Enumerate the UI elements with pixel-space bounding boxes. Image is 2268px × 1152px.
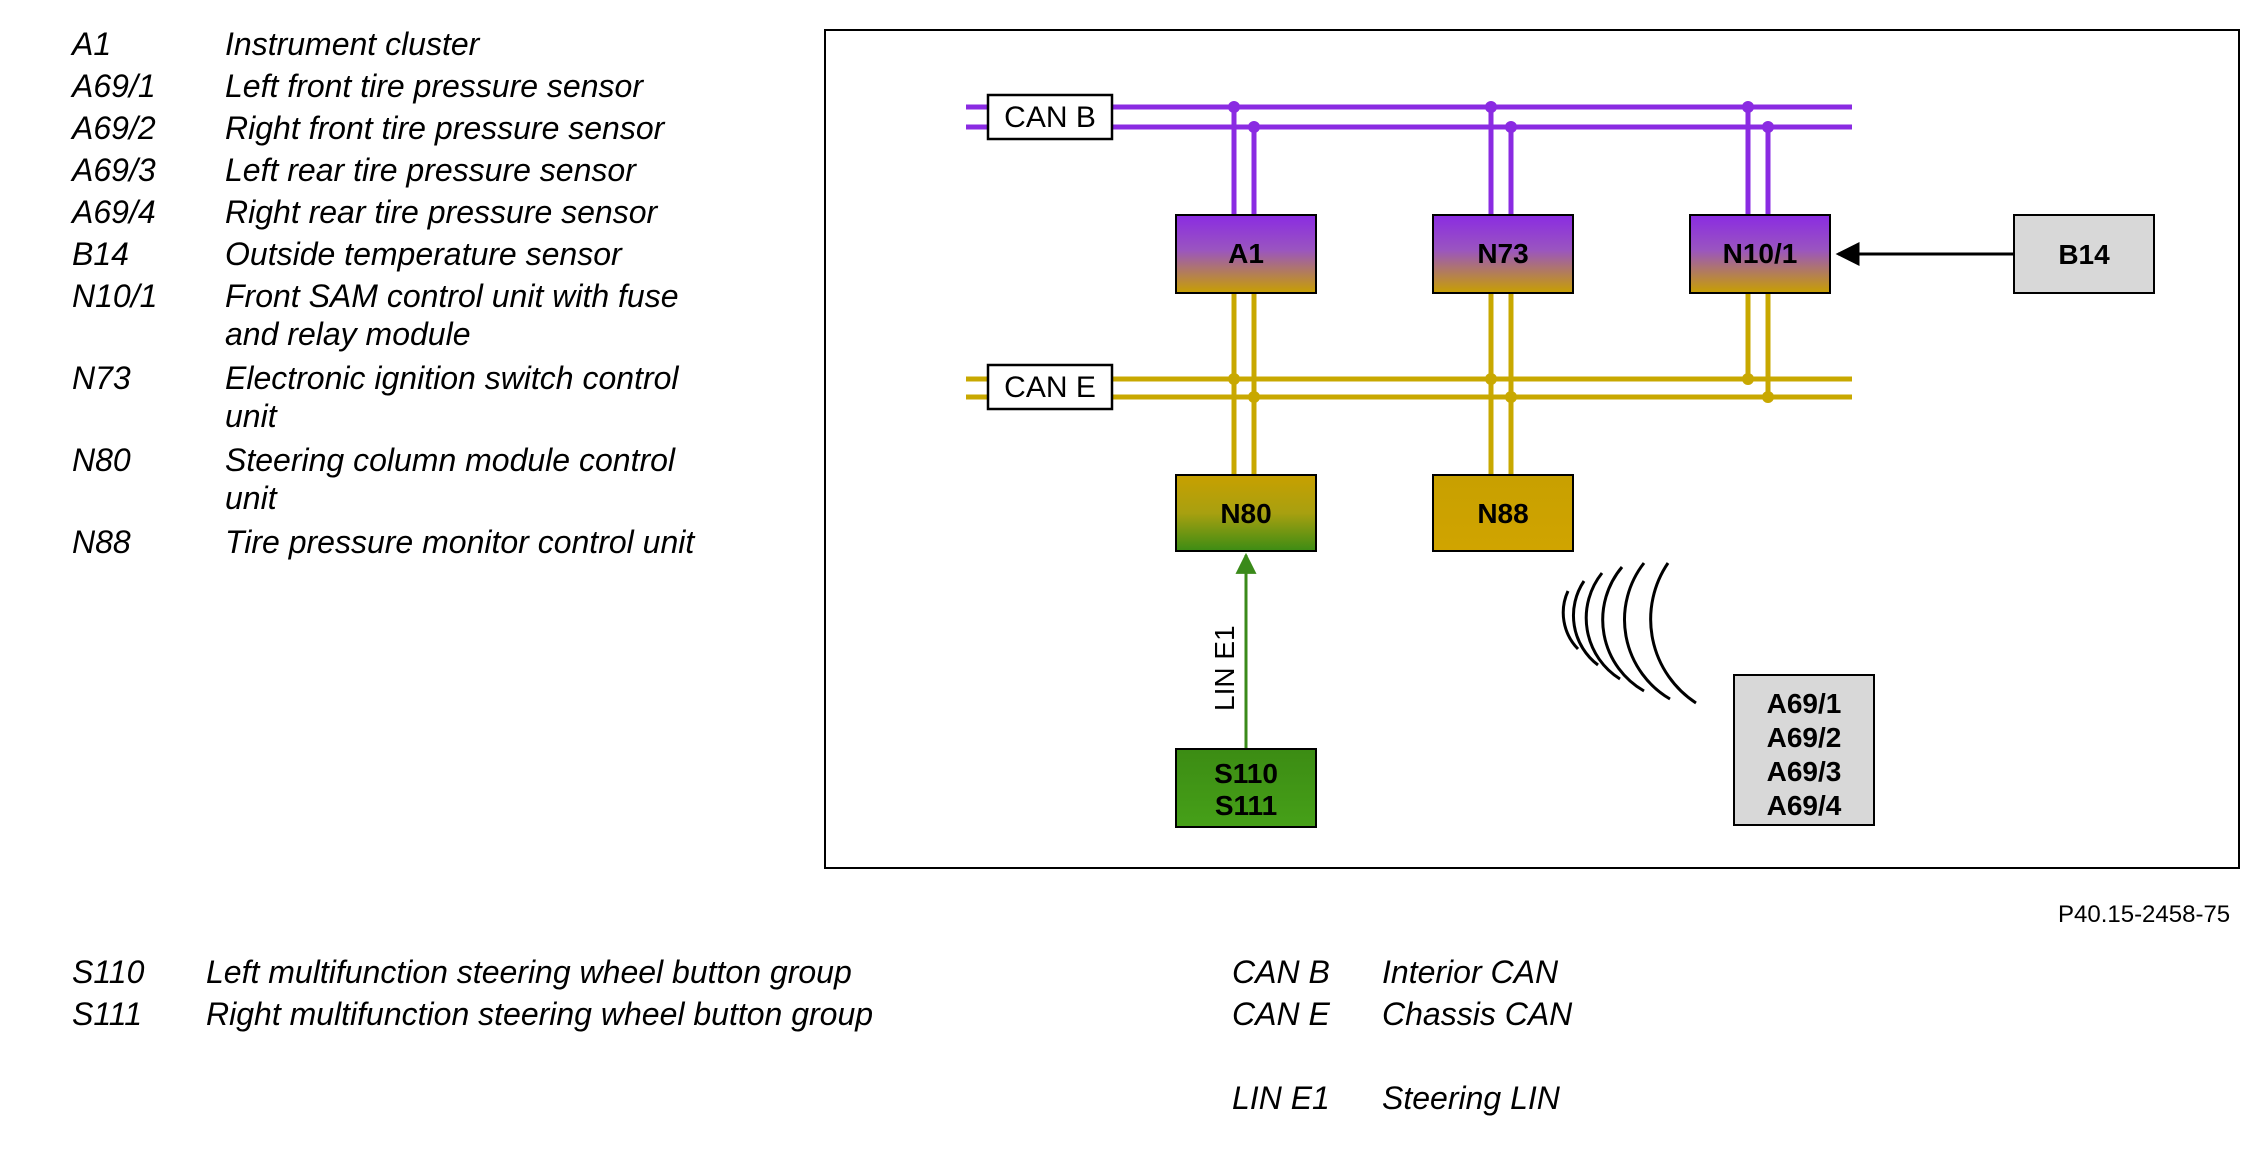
legend-code: N88 <box>72 524 131 560</box>
legend-code: A69/4 <box>72 194 156 230</box>
module-a1: A1 <box>1175 214 1317 294</box>
can-b-label: CAN B <box>986 93 1114 141</box>
sensor-b14: B14 <box>2013 214 2155 294</box>
can-b-bus <box>966 101 1852 217</box>
module-n80: N80 <box>1175 474 1317 552</box>
legend-code: A1 <box>72 26 112 62</box>
legend-code: N80 <box>72 442 131 478</box>
legend-desc-continued: unit <box>225 398 277 434</box>
lin-e1-label: LIN E1 <box>1209 625 1240 711</box>
legend-desc-continued: unit <box>225 480 277 516</box>
legend-code: CAN E <box>1232 996 1330 1032</box>
svg-text:A69/4: A69/4 <box>1767 790 1842 821</box>
legend-desc: Front SAM control unit with fuse <box>225 278 679 314</box>
svg-text:A1: A1 <box>1228 238 1264 269</box>
figure-id: P40.15-2458-75 <box>2058 901 2231 928</box>
module-n88: N88 <box>1432 474 1574 552</box>
module-s110-s111: S110 S111 <box>1175 748 1317 828</box>
legend-code: A69/3 <box>72 152 156 188</box>
legend-code: S111 <box>72 996 142 1032</box>
svg-text:S111: S111 <box>1215 790 1277 821</box>
module-n73: N73 <box>1432 214 1574 294</box>
can-e-bus <box>966 293 1852 475</box>
legend-desc-continued: and relay module <box>225 316 471 352</box>
legend-code: N10/1 <box>72 278 158 314</box>
svg-text:N73: N73 <box>1477 238 1528 269</box>
svg-text:N88: N88 <box>1477 498 1528 529</box>
svg-text:S110: S110 <box>1214 758 1278 789</box>
legend-code: S110 <box>72 954 145 990</box>
legend-desc: Left rear tire pressure sensor <box>225 152 636 188</box>
svg-text:CAN E: CAN E <box>1004 371 1096 404</box>
legend-desc: Interior CAN <box>1382 954 1559 990</box>
network-diagram: CAN B CAN E <box>966 93 2155 828</box>
legend-code: A69/2 <box>72 110 156 146</box>
legend-desc: Left front tire pressure sensor <box>225 68 643 104</box>
legend-code: CAN B <box>1232 954 1330 990</box>
svg-text:A69/2: A69/2 <box>1767 722 1842 753</box>
can-e-label: CAN E <box>986 363 1114 411</box>
svg-text:B14: B14 <box>2058 239 2110 270</box>
legend-code: LIN E1 <box>1232 1080 1330 1116</box>
diagram-frame: CAN B CAN E <box>824 29 2240 869</box>
legend-code: A69/1 <box>72 68 156 104</box>
legend-desc: Instrument cluster <box>225 26 480 62</box>
legend-desc: Right multifunction steering wheel butto… <box>206 996 874 1032</box>
svg-text:A69/3: A69/3 <box>1767 756 1842 787</box>
legend-code: N73 <box>72 360 131 396</box>
legend-desc: Tire pressure monitor control unit <box>225 524 695 560</box>
legend-desc: Electronic ignition switch control <box>225 360 679 396</box>
svg-text:CAN B: CAN B <box>1004 101 1096 134</box>
sensors-a69: A69/1 A69/2 A69/3 A69/4 <box>1733 674 1875 826</box>
legend-desc: Chassis CAN <box>1382 996 1573 1032</box>
legend-desc: Left multifunction steering wheel button… <box>206 954 852 990</box>
legend-desc: Steering column module control <box>225 442 676 478</box>
svg-text:N10/1: N10/1 <box>1723 238 1798 269</box>
legend-code: B14 <box>72 236 129 272</box>
legend-desc: Steering LIN <box>1382 1080 1560 1116</box>
legend-desc: Right front tire pressure sensor <box>225 110 665 146</box>
svg-text:A69/1: A69/1 <box>1767 688 1842 719</box>
module-n10-1: N10/1 <box>1689 214 1831 294</box>
legend-desc: Outside temperature sensor <box>225 236 622 272</box>
radio-waves-icon <box>1561 562 1697 705</box>
svg-text:N80: N80 <box>1220 498 1271 529</box>
legend-desc: Right rear tire pressure sensor <box>225 194 658 230</box>
